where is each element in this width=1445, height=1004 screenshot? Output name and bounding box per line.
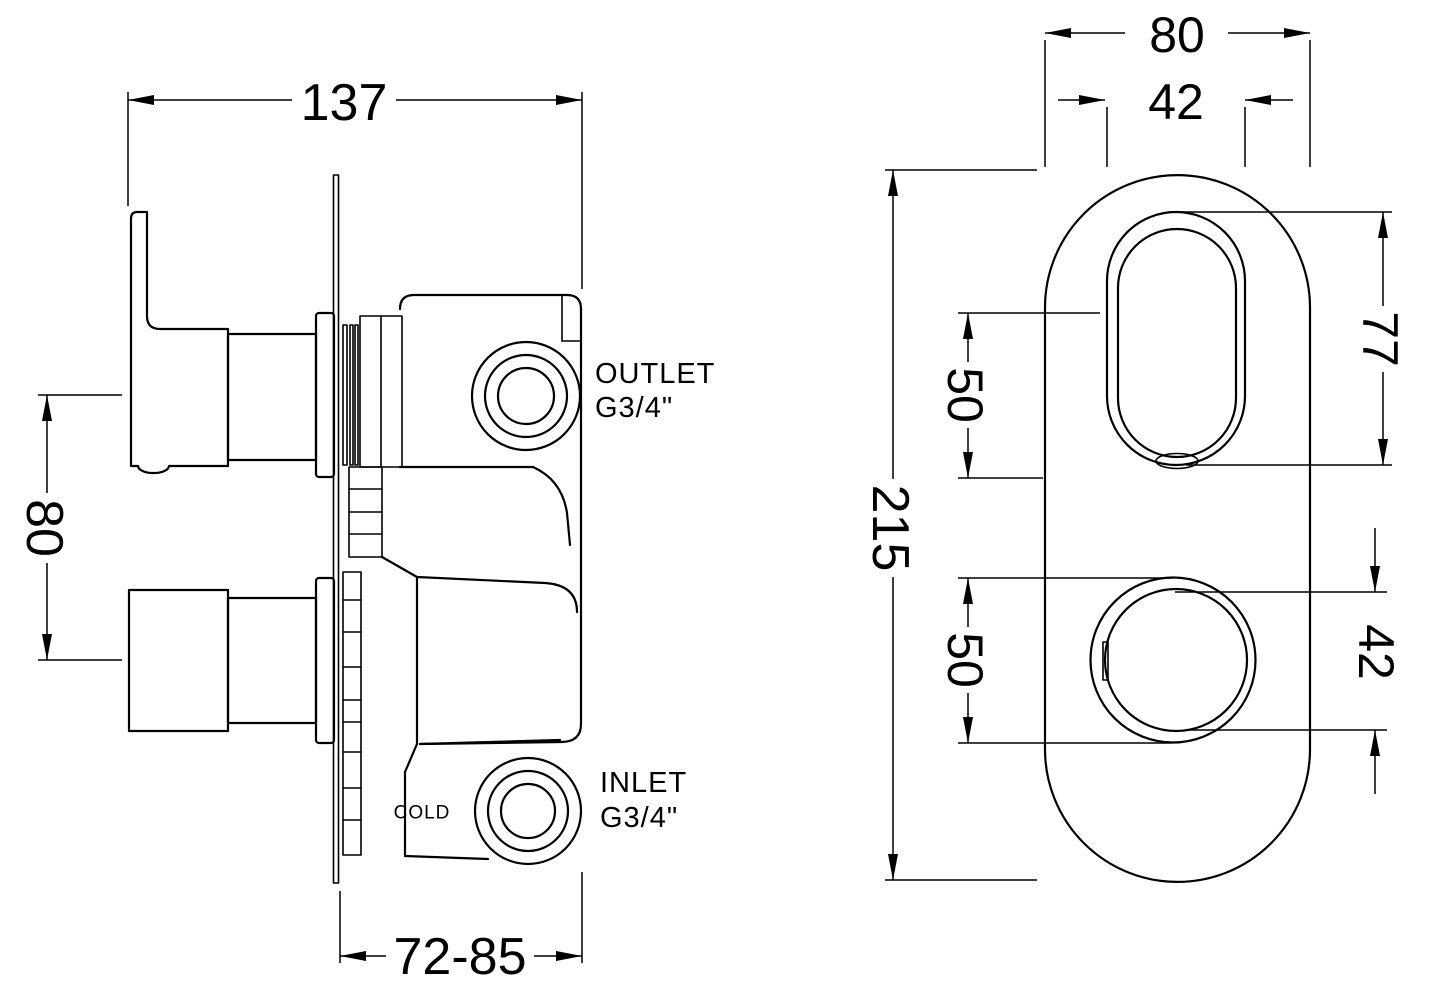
outlet-thread-label: G3/4" [595,392,673,424]
outlet-label: OUTLET [595,358,715,390]
dim-arrow [1370,566,1380,592]
lower-cartridge-stack [342,571,362,856]
inlet-label: INLET [600,767,687,799]
dim-label-lower-spacing: 50 [937,632,993,688]
port-labels: OUTLET G3/4" INLET G3/4" COLD [394,358,715,834]
dim-label-install-depth: 72-85 [394,928,527,986]
front-view: 80 42 215 50 [861,7,1408,884]
dim-arrow [1045,28,1071,38]
upper-cartridge-strips [342,315,403,468]
cartridge-cone [403,575,579,774]
dim-label-overall-depth: 137 [301,74,388,132]
dim-arrow [556,95,582,105]
dim-arrow [963,717,973,743]
trim-plate [1043,173,1312,884]
lever-tip-detail [1155,452,1199,470]
lower-handle-neck [226,596,318,725]
dim-arrow [42,634,52,660]
dim-arrow [963,452,973,478]
dim-arrow [963,313,973,339]
inlet-section [403,756,583,866]
dim-arrow [42,395,52,421]
knob-circles [1089,576,1257,744]
dim-label-knob-diameter: 42 [1348,624,1404,680]
lever-opening [1105,210,1247,467]
dim-plate-height: 215 [861,169,1037,881]
dim-arrow [1284,28,1310,38]
side-view: 137 80 72-85 OUTLET G3/4" INLET G3/4" [15,74,715,986]
dim-arrow [128,95,154,105]
inlet-thread-label: G3/4" [600,802,678,834]
dim-arrow [1370,730,1380,756]
dim-label-opening-width: 42 [1148,74,1204,130]
dim-arrow [1245,95,1271,105]
upper-flange [314,311,336,479]
lever-handle [129,210,230,475]
middle-connector [348,466,419,579]
cold-marking: COLD [394,803,451,824]
dim-opening-width: 42 [1058,74,1293,167]
dim-arrow [340,951,366,961]
valve-body-upper [398,293,583,746]
dim-opening-height: 77 [1180,211,1408,466]
lower-flange [314,576,336,745]
dim-arrow [1378,212,1388,238]
dim-label-plate-width: 80 [1149,7,1205,63]
lever-head [1116,227,1238,459]
wall-plate-edge [332,174,340,884]
dim-install-depth: 72-85 [339,872,583,986]
dim-label-control-spacing: 80 [15,499,73,557]
dim-arrow [963,578,973,604]
dim-control-spacing: 80 [15,394,122,661]
dim-label-opening-height: 77 [1352,311,1408,367]
dim-upper-spacing: 50 [937,312,1100,479]
upper-handle-neck [226,332,318,462]
dim-arrow [888,854,898,880]
dim-knob-diameter: 42 [1175,528,1404,794]
outlet-port-circles [470,340,582,452]
knob-grip-mark [1102,641,1109,681]
dim-label-upper-spacing: 50 [937,367,993,423]
dim-arrow [556,951,582,961]
dim-arrow [888,170,898,196]
temperature-knob [127,588,230,733]
dim-plate-width: 80 [1044,7,1311,167]
dim-overall-depth: 137 [127,74,583,289]
dim-label-plate-height: 215 [861,485,919,572]
dim-arrow [1378,439,1388,465]
dim-lower-spacing: 50 [937,577,1172,744]
dim-arrow [1079,95,1105,105]
